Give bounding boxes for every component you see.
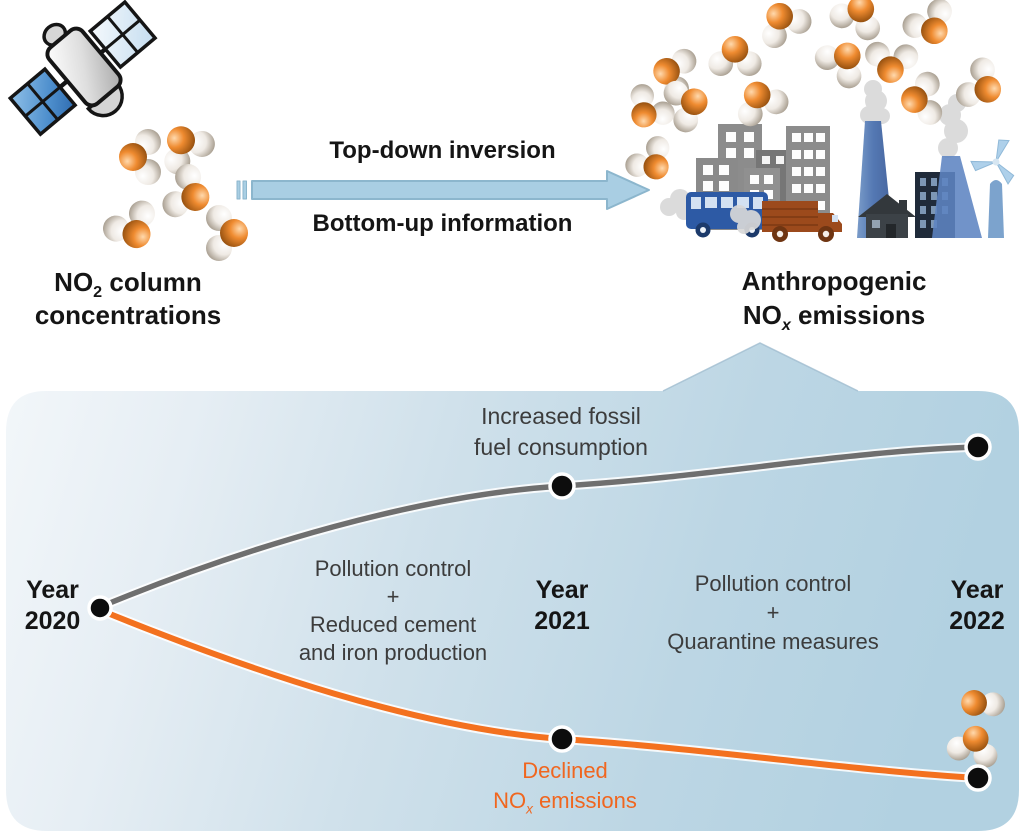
no2-molecule-icon bbox=[625, 136, 670, 180]
no2-molecule-icon bbox=[955, 57, 1002, 107]
satellite-solar-panel-right bbox=[87, 0, 158, 70]
arrow-label-top: Top-down inversion bbox=[329, 137, 556, 164]
inversion-arrow-icon bbox=[236, 170, 650, 210]
smoke-puff bbox=[730, 205, 761, 234]
data-point-2022-nox bbox=[964, 764, 992, 792]
bus-icon bbox=[686, 192, 768, 238]
annotation-declined-nox: Declined NOx emissions bbox=[493, 758, 637, 817]
wind-turbine-icon bbox=[970, 139, 1015, 238]
smoke-puff bbox=[938, 94, 968, 158]
satellite-solar-panel-left bbox=[7, 66, 78, 137]
no2-molecule-icon bbox=[630, 84, 675, 128]
data-point-2021-nox bbox=[548, 725, 576, 753]
anthropogenic-nox-caption: Anthropogenic NOx emissions bbox=[741, 266, 927, 335]
no2-molecule-icon bbox=[829, 0, 881, 41]
data-point-2021-fossil bbox=[548, 472, 576, 500]
no2-molecule-icon bbox=[902, 0, 952, 45]
no2-molecule-icon bbox=[103, 200, 155, 249]
annotation-pollution-control-2022: Pollution control + Quarantine measures bbox=[667, 571, 879, 654]
no2-molecule-icon bbox=[663, 80, 708, 133]
molecule-layer bbox=[103, 0, 1005, 768]
truck-icon bbox=[762, 201, 842, 242]
data-point-2020 bbox=[87, 595, 113, 621]
data-points bbox=[87, 433, 992, 792]
house-icon bbox=[858, 194, 916, 238]
factory-icon bbox=[932, 156, 982, 238]
smoke-puff bbox=[860, 80, 890, 124]
no2-molecule-icon bbox=[901, 71, 943, 125]
panel-pointer-edge bbox=[662, 342, 859, 392]
data-point-2022-fossil bbox=[964, 433, 992, 461]
no2-molecule-icon bbox=[946, 725, 998, 768]
no2-molecule-icon bbox=[162, 164, 210, 218]
no2-molecule-icon bbox=[708, 36, 762, 76]
no2-molecule-icon bbox=[762, 2, 812, 49]
city-illustration bbox=[660, 80, 1015, 242]
no2-column-caption: NO2 column concentrations bbox=[34, 267, 222, 330]
no2-molecule-icon bbox=[865, 41, 919, 83]
no2-molecule-icon bbox=[119, 129, 161, 185]
arrow-label-bottom: Bottom-up information bbox=[312, 210, 573, 237]
annotation-increased-fossil: Increased fossil fuel consumption bbox=[474, 403, 648, 460]
satellite-body bbox=[45, 26, 123, 108]
annotation-pollution-control-2021: Pollution control + Reduced cement and i… bbox=[298, 556, 488, 665]
no2-molecule-icon bbox=[814, 42, 862, 89]
satellite-icon bbox=[7, 0, 158, 137]
no2-molecule-icon bbox=[737, 81, 789, 127]
no-molecule-icon bbox=[961, 690, 1005, 717]
no2-molecule-icon bbox=[206, 205, 248, 261]
